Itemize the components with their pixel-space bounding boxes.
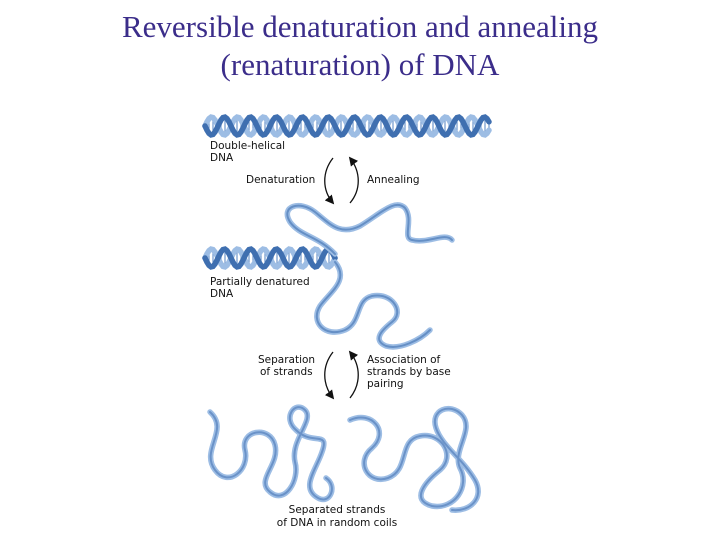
random-coil-strand-right-edge xyxy=(349,407,480,512)
partially-denatured-dna xyxy=(202,202,455,350)
random-coil-strand-left xyxy=(207,404,335,503)
denaturation-arrow xyxy=(324,157,335,205)
slide-title: Reversible denaturation and annealing (r… xyxy=(0,8,720,84)
upper-separated-strand-edge xyxy=(286,203,453,255)
association-arrow xyxy=(348,350,359,399)
label-partially-denatured-line-2: DNA xyxy=(210,288,234,300)
lower-separated-strand xyxy=(314,259,433,350)
label-separation-line-1: Separation xyxy=(258,354,315,366)
random-coil-strand-left-edge xyxy=(209,406,333,501)
lower-separated-strand-edge xyxy=(315,261,431,348)
annealing-arrow xyxy=(348,156,359,204)
label-association-line-2: strands by base xyxy=(367,366,451,378)
label-partially-denatured-line-1: Partially denatured xyxy=(210,276,310,288)
slide-title-line-2: (renaturation) of DNA xyxy=(220,47,500,82)
label-separation-line-2: of strands xyxy=(260,366,313,378)
label-association-line-3: pairing xyxy=(367,378,404,390)
label-double-helical-line-2: DNA xyxy=(210,152,234,164)
upper-separated-strand xyxy=(284,202,455,257)
label-separated-strands-line-1: Separated strands xyxy=(289,504,386,516)
label-association-line-1: Association of xyxy=(367,354,441,366)
random-coil-strands xyxy=(207,404,481,513)
label-separated-strands-line-2: of DNA in random coils xyxy=(277,517,397,529)
label-annealing: Annealing xyxy=(367,174,420,186)
label-denaturation: Denaturation xyxy=(246,174,315,186)
label-double-helical-line-1: Double-helical xyxy=(210,140,285,152)
separation-arrow xyxy=(324,351,335,400)
slide-title-line-1: Reversible denaturation and annealing xyxy=(121,9,599,44)
double-helix-dna xyxy=(202,114,492,138)
